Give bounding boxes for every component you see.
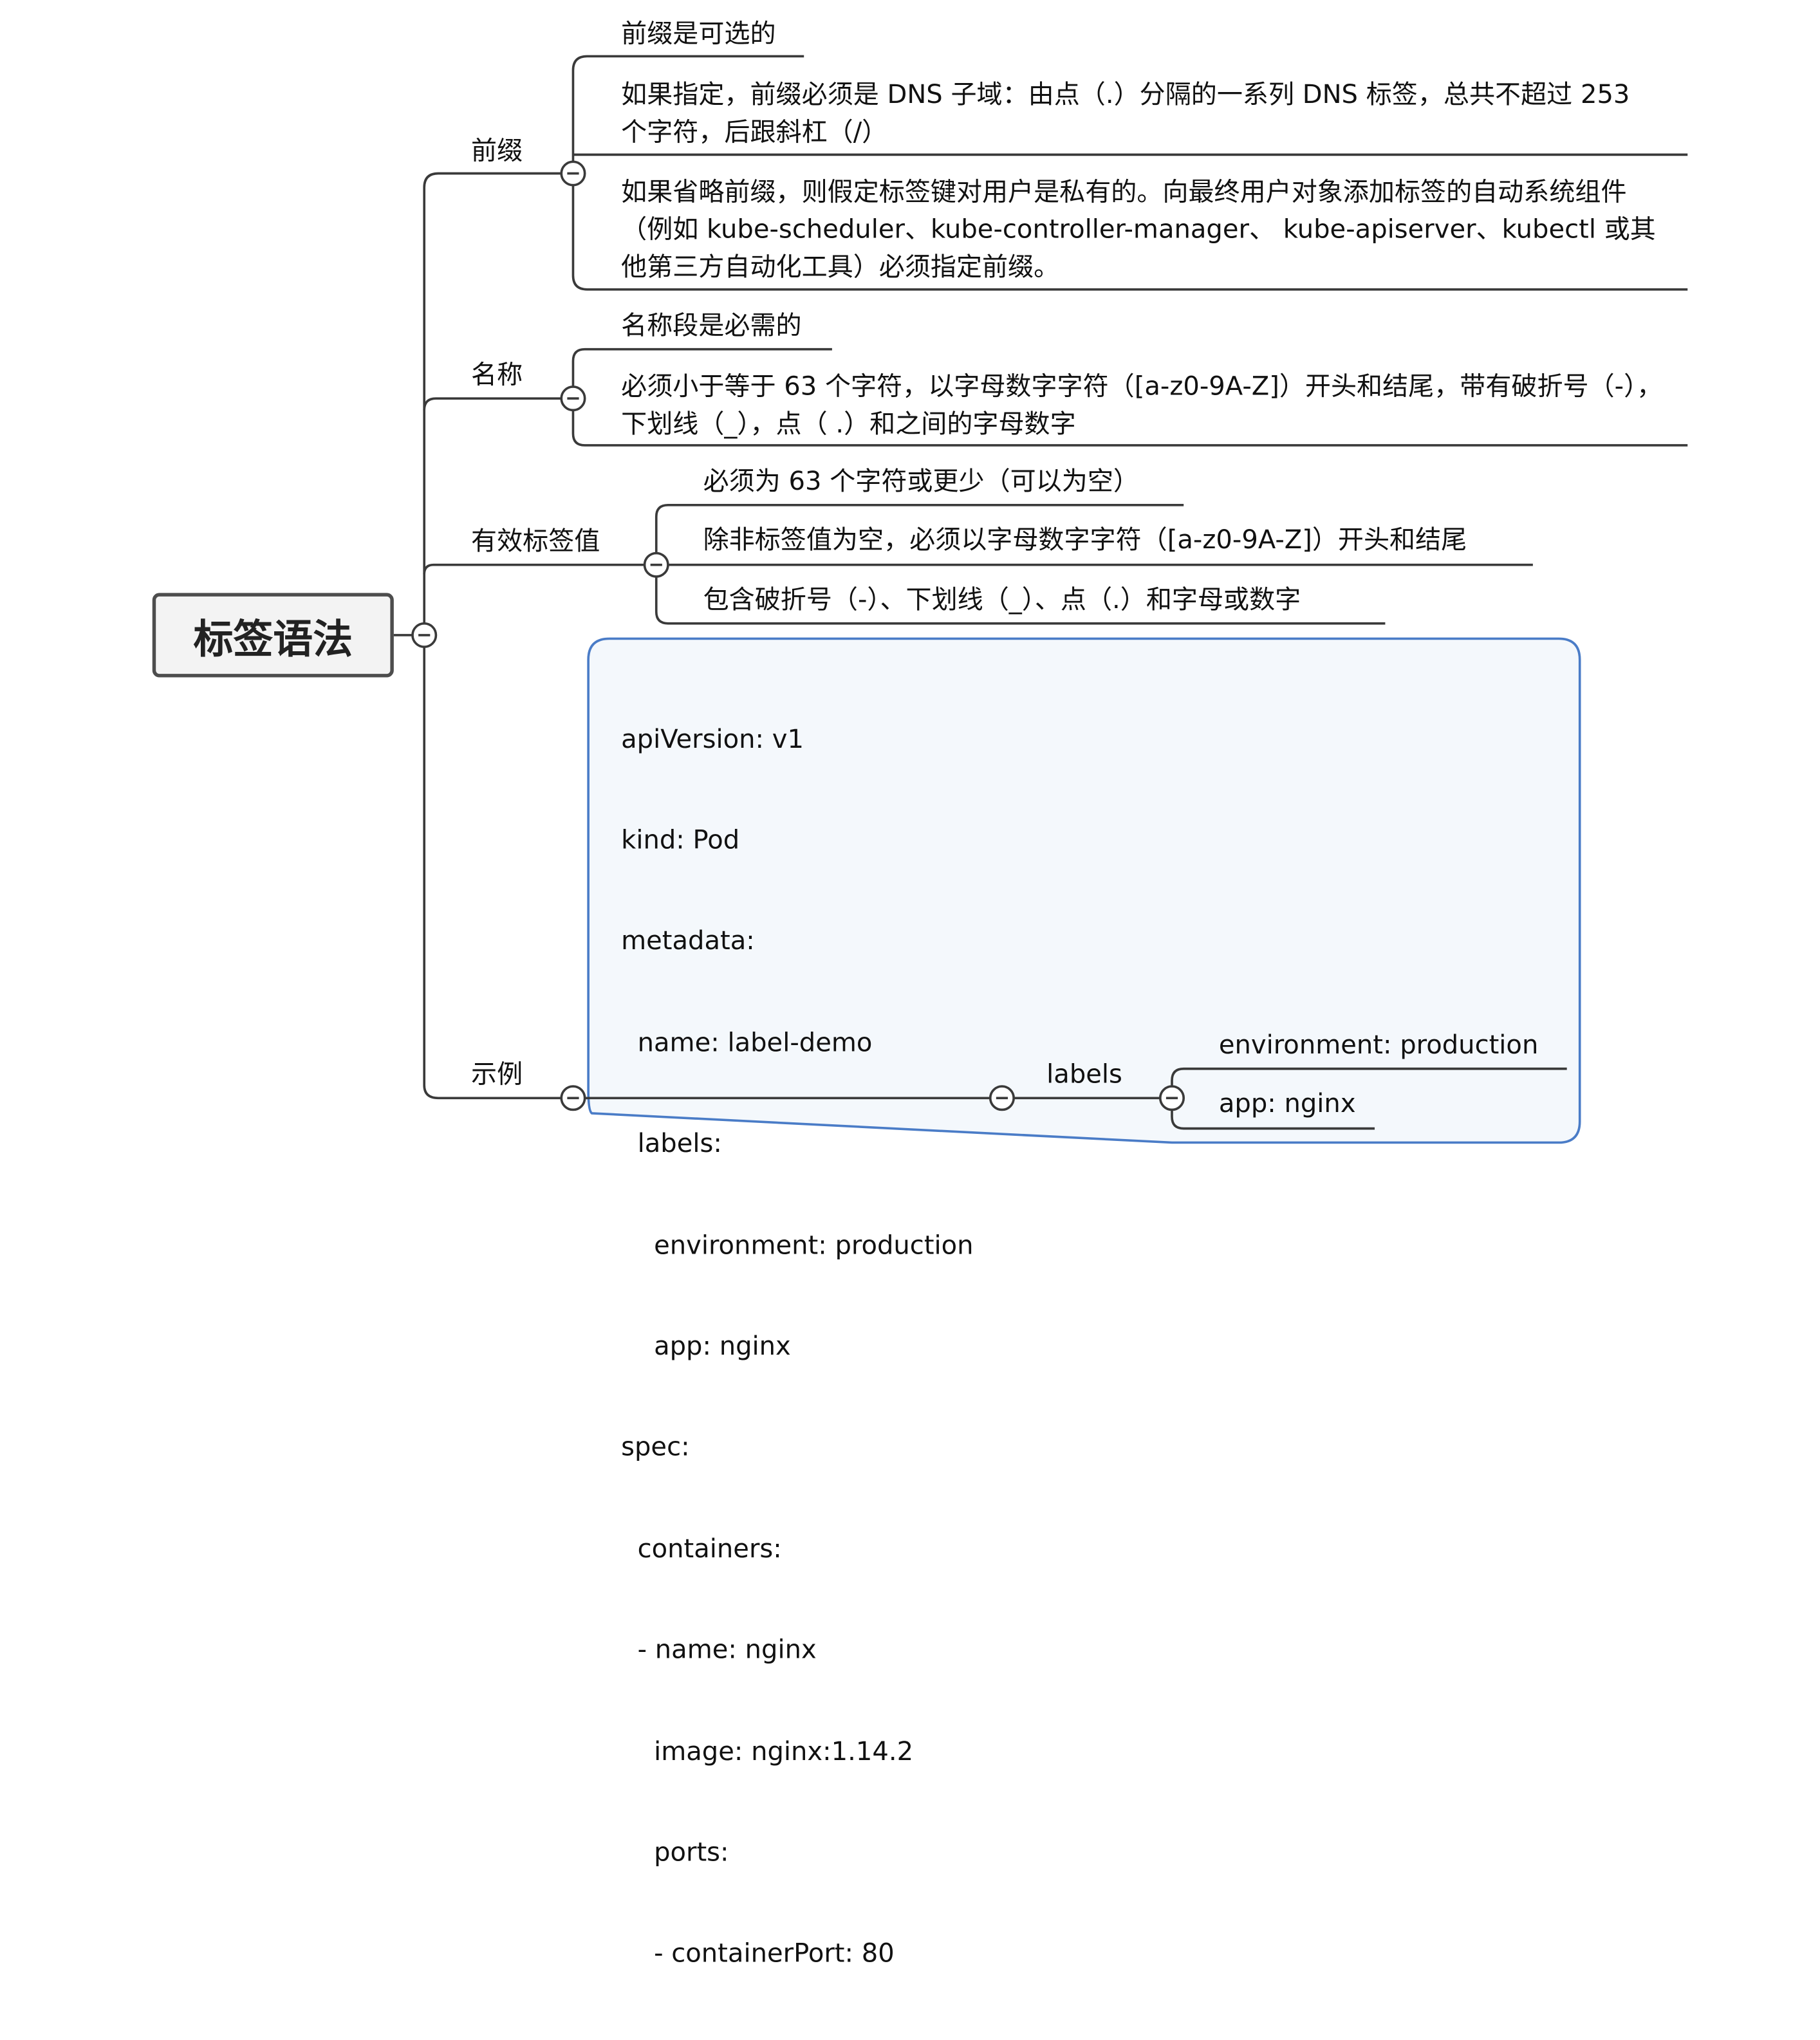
prefix-item-optional[interactable]: 前缀是可选的 (621, 19, 776, 50)
code-line: containers: (621, 1534, 782, 1564)
mind-map-canvas: 标签语法 前缀 前缀是可选的 如果指定，前缀必须是 DNS 子域：由点（.）分隔… (152, 19, 1688, 1969)
code-line: environment: production (621, 1231, 974, 1261)
code-line: labels: (621, 1129, 722, 1160)
topic-name[interactable]: 名称 (471, 360, 523, 391)
code-line: apiVersion: v1 (621, 725, 804, 754)
labels-collapse-button[interactable] (1158, 1085, 1185, 1111)
code-line: kind: Pod (621, 826, 740, 856)
prefix-item-omitted[interactable]: 如果省略前缀，则假定标签键对用户是私有的。向最终用户对象添加标签的自动系统组件（… (621, 178, 1656, 283)
code-line: - containerPort: 80 (621, 1940, 895, 1969)
topic-prefix[interactable]: 前缀 (471, 137, 523, 167)
labels-item-environment[interactable]: environment: production (1218, 1031, 1539, 1061)
name-item-required[interactable]: 名称段是必需的 (621, 311, 802, 341)
code-line: ports: (621, 1838, 729, 1868)
code-line: spec: (621, 1433, 690, 1463)
name-item-rules[interactable]: 必须小于等于 63 个字符，以字母数字字符（[a-z0-9A-Z]）开头和结尾，… (621, 373, 1663, 440)
code-line: app: nginx (621, 1332, 791, 1362)
value-item-length[interactable]: 必须为 63 个字符或更少（可以为空） (703, 467, 1139, 497)
example-yaml-code: apiVersion: v1 kind: Pod metadata: name:… (621, 656, 973, 2040)
prefix-item-dns-subdomain[interactable]: 如果指定，前缀必须是 DNS 子域：由点（.）分隔的一系列 DNS 标签，总共不… (621, 80, 1630, 148)
root-collapse-button[interactable] (411, 622, 438, 649)
prefix-collapse-button[interactable] (560, 160, 586, 187)
value-collapse-button[interactable] (643, 552, 669, 578)
connector-lines (393, 55, 1688, 1144)
root-topic[interactable]: 标签语法 (152, 593, 394, 678)
code-line: metadata: (621, 927, 755, 957)
value-item-alnum-ends[interactable]: 除非标签值为空，必须以字母数字字符（[a-z0-9A-Z]）开头和结尾 (703, 526, 1467, 556)
topic-example[interactable]: 示例 (471, 1061, 523, 1090)
code-line: - name: nginx (621, 1636, 817, 1665)
topic-valid-label-value[interactable]: 有效标签值 (471, 527, 600, 557)
topic-labels[interactable]: labels (1046, 1061, 1122, 1090)
value-item-allowed-chars[interactable]: 包含破折号（-）、下划线（_）、点（.）和字母或数字 (703, 586, 1301, 616)
name-collapse-button[interactable] (560, 385, 586, 412)
example-collapse-button[interactable] (560, 1085, 586, 1111)
labels-item-app[interactable]: app: nginx (1218, 1090, 1356, 1120)
code-line: name: label-demo (621, 1028, 873, 1058)
code-line: image: nginx:1.14.2 (621, 1737, 914, 1767)
example-code-collapse-button[interactable] (989, 1085, 1015, 1111)
